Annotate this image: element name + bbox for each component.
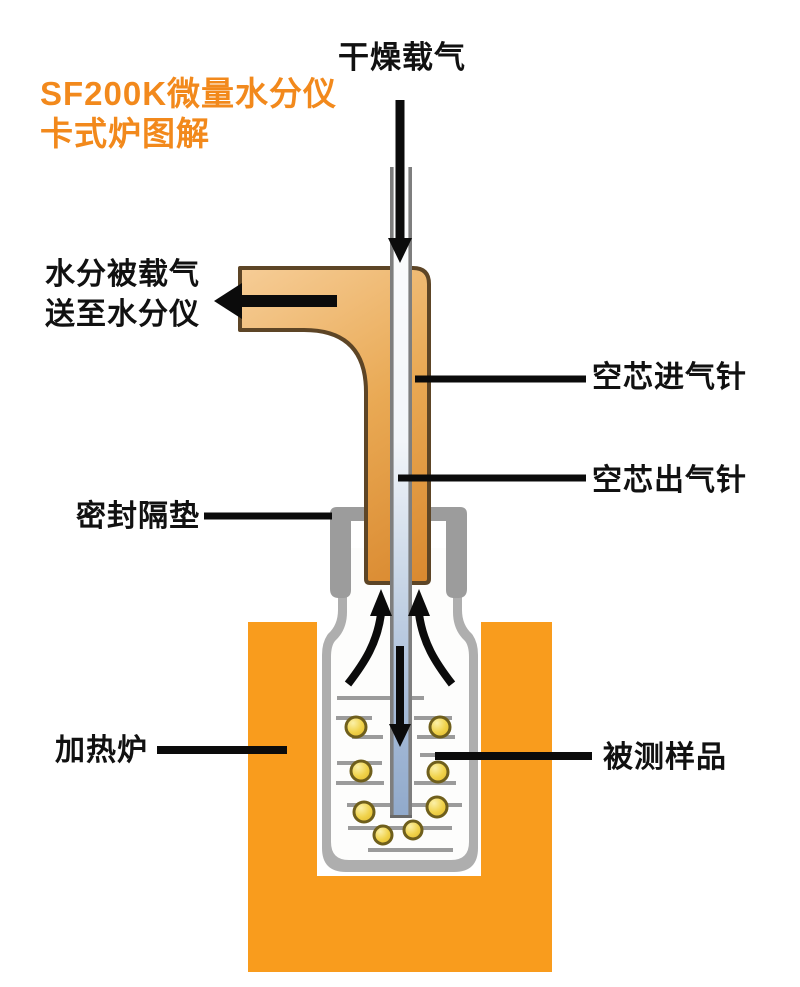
sample-particle [425, 795, 449, 819]
label-moisture-to-analyzer: 水分被载气 送至水分仪 [45, 255, 200, 335]
outlet-needle-tube [390, 167, 412, 818]
sample-particles [344, 715, 452, 846]
inlet-needle-tube [238, 266, 431, 585]
sample-particle [402, 819, 424, 841]
sample-particle [349, 759, 373, 783]
label-outlet-needle: 空芯出气针 [592, 464, 747, 497]
gas-down-arrow-in-tube [389, 646, 411, 747]
label-furnace: 加热炉 [55, 734, 148, 767]
sample-particle [344, 715, 368, 739]
label-septum: 密封隔垫 [76, 500, 200, 533]
sample-particle [372, 824, 394, 846]
label-dry-carrier-gas: 干燥载气 [338, 40, 466, 75]
diagram-title: SF200K微量水分仪 卡式炉图解 [40, 74, 337, 154]
sample-particle [426, 760, 450, 784]
sample-particle [352, 800, 376, 824]
label-moisture-line1: 水分被载气 [45, 258, 200, 291]
diagram-title-line2: 卡式炉图解 [40, 115, 210, 152]
carrier-gas-down-arrow [388, 100, 412, 263]
septum-cap [330, 507, 467, 598]
heating-furnace-block [248, 622, 552, 972]
label-moisture-line2: 送至水分仪 [45, 298, 200, 331]
diagram-title-line1: SF200K微量水分仪 [40, 75, 338, 112]
label-sample: 被测样品 [603, 741, 727, 774]
gas-up-arrow-left [344, 589, 392, 687]
gas-up-arrow-right [408, 589, 456, 687]
label-inlet-needle: 空芯进气针 [592, 361, 747, 394]
moisture-out-arrow [214, 283, 337, 319]
sample-particle [428, 715, 452, 739]
